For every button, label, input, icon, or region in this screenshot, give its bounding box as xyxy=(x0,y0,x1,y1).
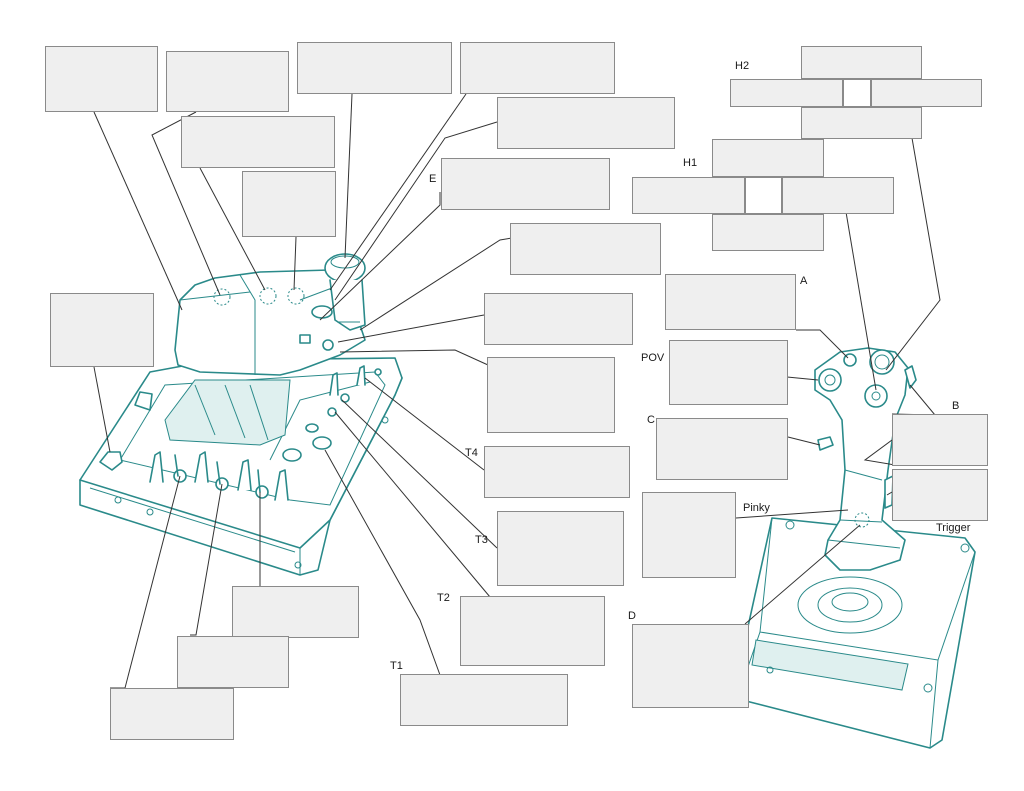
answer-box-h2-down[interactable] xyxy=(801,107,922,139)
answer-box-t2[interactable] xyxy=(460,596,605,666)
answer-box-throttle-10[interactable] xyxy=(484,293,633,345)
label-c: C xyxy=(647,414,655,426)
label-d: D xyxy=(628,610,636,622)
answer-box-toggle-2[interactable] xyxy=(177,636,289,688)
answer-box-h1-center xyxy=(745,177,782,214)
answer-box-h2-up[interactable] xyxy=(801,46,922,79)
answer-box-t4[interactable] xyxy=(484,446,630,498)
answer-box-throttle-7[interactable] xyxy=(242,171,336,237)
answer-box-h2-right[interactable] xyxy=(871,79,982,107)
joystick-unit xyxy=(733,347,976,749)
answer-box-throttle-2[interactable] xyxy=(166,51,289,112)
answer-box-throttle-5[interactable] xyxy=(181,116,335,168)
answer-box-c[interactable] xyxy=(656,418,788,480)
throttle-unit xyxy=(79,253,403,576)
answer-box-left-switch[interactable] xyxy=(50,293,154,367)
leader-lines xyxy=(93,93,941,689)
answer-box-d[interactable] xyxy=(632,624,749,708)
label-pov: POV xyxy=(641,352,665,364)
answer-box-b[interactable] xyxy=(892,414,988,466)
answer-box-trigger[interactable] xyxy=(892,469,988,521)
answer-box-throttle-9[interactable] xyxy=(510,223,661,275)
answer-box-t3[interactable] xyxy=(497,511,624,586)
answer-box-h2-left[interactable] xyxy=(730,79,843,107)
answer-box-throttle-6[interactable] xyxy=(497,97,675,149)
label-t1: T1 xyxy=(390,660,403,672)
label-pinky: Pinky xyxy=(743,502,770,514)
answer-box-throttle-4[interactable] xyxy=(460,42,615,94)
answer-box-t1[interactable] xyxy=(400,674,568,726)
answer-box-h1-up[interactable] xyxy=(712,139,824,177)
label-trigger: Trigger xyxy=(936,522,971,534)
answer-box-h2-center xyxy=(843,79,871,107)
answer-box-a[interactable] xyxy=(665,274,796,330)
label-e: E xyxy=(429,173,437,185)
label-h2: H2 xyxy=(735,60,750,72)
answer-box-throttle-1[interactable] xyxy=(45,46,158,112)
answer-box-throttle-11[interactable] xyxy=(487,357,615,433)
answer-box-pov[interactable] xyxy=(669,340,788,405)
label-t2: T2 xyxy=(437,592,450,604)
label-b: B xyxy=(952,400,960,412)
label-a: A xyxy=(800,275,808,287)
answer-box-h1-left[interactable] xyxy=(632,177,745,214)
answer-box-e[interactable] xyxy=(441,158,610,210)
answer-box-throttle-3[interactable] xyxy=(297,42,452,94)
label-t4: T4 xyxy=(465,447,478,459)
answer-box-toggle-1[interactable] xyxy=(110,688,234,740)
answer-box-pinky[interactable] xyxy=(642,492,736,578)
label-h1: H1 xyxy=(683,157,698,169)
answer-box-h1-right[interactable] xyxy=(782,177,894,214)
answer-box-toggle-3[interactable] xyxy=(232,586,359,638)
label-t3: T3 xyxy=(475,534,488,546)
answer-box-h1-down[interactable] xyxy=(712,214,824,251)
